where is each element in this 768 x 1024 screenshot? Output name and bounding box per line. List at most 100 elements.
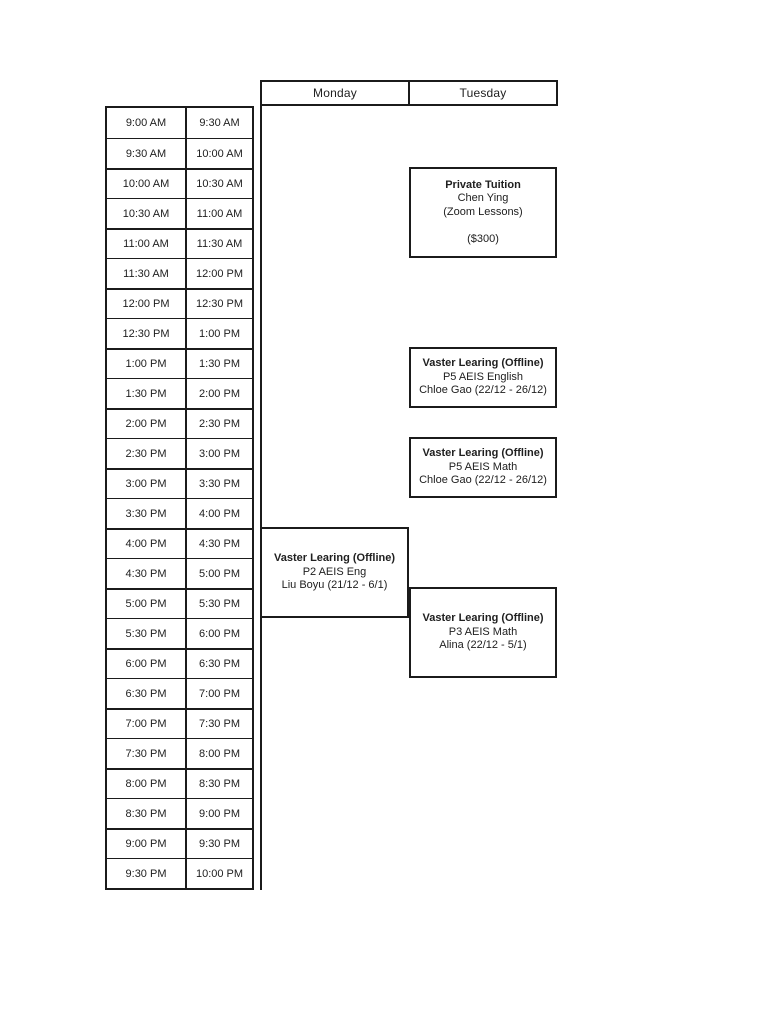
time-end-cell: 3:30 PM [185,470,252,498]
day-header-cell-tuesday: Tuesday [459,86,507,100]
time-start-cell: 1:00 PM [125,358,167,370]
time-row: 6:30 PM 7:00 PM [107,678,252,708]
time-start-cell: 2:00 PM [125,418,167,430]
time-end-cell: 9:00 PM [185,799,252,828]
time-start-cell: 10:30 AM [122,207,170,220]
time-start-cell: 2:30 PM [125,447,167,460]
time-row: 12:30 PM 1:00 PM [107,318,252,348]
time-row: 9:00 AM 9:30 AM [107,108,252,138]
time-start-cell: 11:30 AM [123,267,169,280]
event-detail-line: Chloe Gao (22/12 - 26/12) [419,384,547,397]
time-row: 10:00 AM 10:30 AM [107,168,252,198]
event-box: Vaster Learing (Offline) P5 AEIS English… [409,347,557,408]
time-row: 7:30 PM 8:00 PM [107,738,252,768]
event-detail-line: ($300) [467,232,499,245]
time-row: 4:00 PM 4:30 PM [107,528,252,558]
event-detail-line: Chloe Gao (22/12 - 26/12) [419,474,547,487]
time-row: 11:30 AM 12:00 PM [107,258,252,288]
time-start-cell: 6:30 PM [125,687,167,700]
time-start-cell: 10:00 AM [122,178,170,190]
event-detail-line: Alina (22/12 - 5/1) [439,639,527,652]
time-end-cell: 1:00 PM [185,319,252,348]
time-row: 9:00 PM 9:30 PM [107,828,252,858]
time-end-cell: 8:30 PM [185,770,252,798]
time-start-cell: 7:00 PM [125,718,167,730]
time-row: 2:00 PM 2:30 PM [107,408,252,438]
event-detail-line: P3 AEIS Math [448,625,518,638]
time-end-cell: 9:30 AM [185,108,252,138]
event-detail-line: P5 AEIS Math [448,460,518,473]
time-start-cell: 5:30 PM [125,627,167,640]
time-row: 5:30 PM 6:00 PM [107,618,252,648]
time-row: 8:00 PM 8:30 PM [107,768,252,798]
time-end-cell: 10:00 AM [185,139,252,168]
event-title: Vaster Learing (Offline) [422,357,544,370]
event-box: Private Tuition Chen Ying(Zoom Lessons) … [409,167,557,258]
time-start-cell: 8:30 PM [125,807,167,820]
time-end-cell: 12:00 PM [185,259,252,288]
time-end-cell: 5:30 PM [185,590,252,618]
time-start-cell: 7:30 PM [125,747,167,760]
event-detail-line: (Zoom Lessons) [443,205,523,218]
time-end-cell: 4:30 PM [185,530,252,558]
time-row: 7:00 PM 7:30 PM [107,708,252,738]
event-detail-line: Chen Ying [457,192,509,205]
event-title: Vaster Learing (Offline) [422,447,544,460]
time-row: 4:30 PM 5:00 PM [107,558,252,588]
event-detail-line: P2 AEIS Eng [302,565,367,578]
event-title: Private Tuition [445,178,521,191]
time-start-cell: 5:00 PM [125,598,167,610]
time-row: 12:00 PM 12:30 PM [107,288,252,318]
time-start-cell: 1:30 PM [125,387,167,400]
time-end-cell: 1:30 PM [185,350,252,378]
time-start-cell: 3:30 PM [125,507,167,520]
time-end-cell: 10:30 AM [185,170,252,198]
time-end-cell: 2:30 PM [185,410,252,438]
time-end-cell: 3:00 PM [185,439,252,468]
monday-column-left-border-line [260,80,262,890]
time-row: 6:00 PM 6:30 PM [107,648,252,678]
time-end-cell: 5:00 PM [185,559,252,588]
event-title: Vaster Learing (Offline) [273,552,396,565]
time-start-cell: 3:00 PM [125,478,167,490]
time-row: 1:00 PM 1:30 PM [107,348,252,378]
time-end-cell: 4:00 PM [185,499,252,528]
time-end-cell: 6:30 PM [185,650,252,678]
time-row: 5:00 PM 5:30 PM [107,588,252,618]
time-start-cell: 9:00 PM [125,838,167,850]
time-end-cell: 10:00 PM [185,859,252,888]
time-start-cell: 4:30 PM [125,567,167,580]
time-end-cell: 12:30 PM [185,290,252,318]
event-detail-line: Liu Boyu (21/12 - 6/1) [281,579,388,592]
time-end-cell: 9:30 PM [185,830,252,858]
time-row: 3:00 PM 3:30 PM [107,468,252,498]
time-row: 11:00 AM 11:30 AM [107,228,252,258]
time-row: 1:30 PM 2:00 PM [107,378,252,408]
time-start-cell: 9:00 AM [125,117,167,129]
time-start-cell: 9:30 AM [125,147,167,160]
time-row: 3:30 PM 4:00 PM [107,498,252,528]
time-end-cell: 7:00 PM [185,679,252,708]
time-start-cell: 4:00 PM [125,538,167,550]
event-detail-line: P5 AEIS English [442,370,524,383]
time-end-cell: 8:00 PM [185,739,252,768]
time-row: 2:30 PM 3:00 PM [107,438,252,468]
event-blank-line [481,219,484,233]
day-header-row: Monday Tuesday [260,80,558,106]
time-start-cell: 8:00 PM [125,778,167,790]
time-end-cell: 11:30 AM [185,230,252,258]
time-start-cell: 12:00 PM [122,298,170,310]
time-end-cell: 7:30 PM [185,710,252,738]
day-header-cell-monday: Monday [262,82,410,104]
time-start-cell: 9:30 PM [125,867,167,880]
time-row: 9:30 PM 10:00 PM [107,858,252,888]
time-table: 9:00 AM 9:30 AM 9:30 AM 10:00 AM 10:00 A… [105,106,254,890]
time-start-cell: 11:00 AM [123,238,169,250]
time-start-cell: 12:30 PM [122,327,170,340]
time-end-cell: 11:00 AM [185,199,252,228]
time-row: 9:30 AM 10:00 AM [107,138,252,168]
